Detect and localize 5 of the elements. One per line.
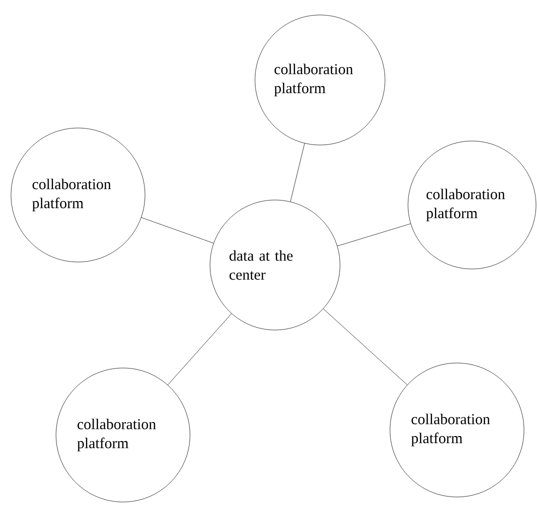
connector-line (141, 217, 214, 244)
connector-line (323, 308, 408, 386)
connector-line (168, 313, 232, 386)
connector-line (337, 224, 411, 246)
connector-line (290, 143, 305, 202)
